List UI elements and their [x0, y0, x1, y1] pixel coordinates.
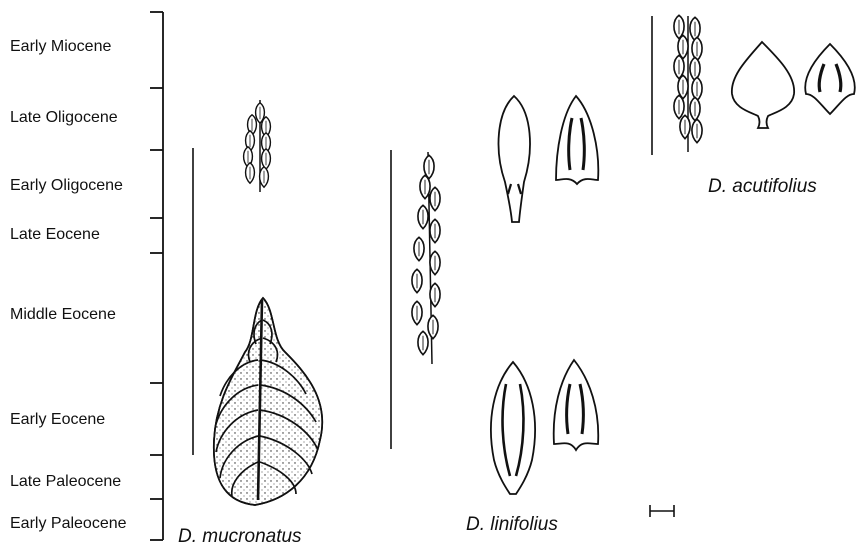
scale-linifolius-lower-inner [554, 360, 599, 450]
scale-linifolius-upper-inner [556, 96, 598, 184]
time-axis [150, 12, 163, 540]
scale-acutifolius-outline [732, 42, 794, 128]
scale-bar [650, 505, 674, 517]
spike-linifolius [412, 152, 440, 364]
spike-acutifolius [674, 15, 702, 152]
scale-linifolius-upper-outline [499, 96, 530, 222]
scale-acutifolius-inner [805, 44, 855, 114]
spike-mucronatus-small [244, 100, 271, 192]
scale-linifolius-lower-outline [491, 362, 535, 494]
spike-mucronatus-large [214, 298, 322, 505]
